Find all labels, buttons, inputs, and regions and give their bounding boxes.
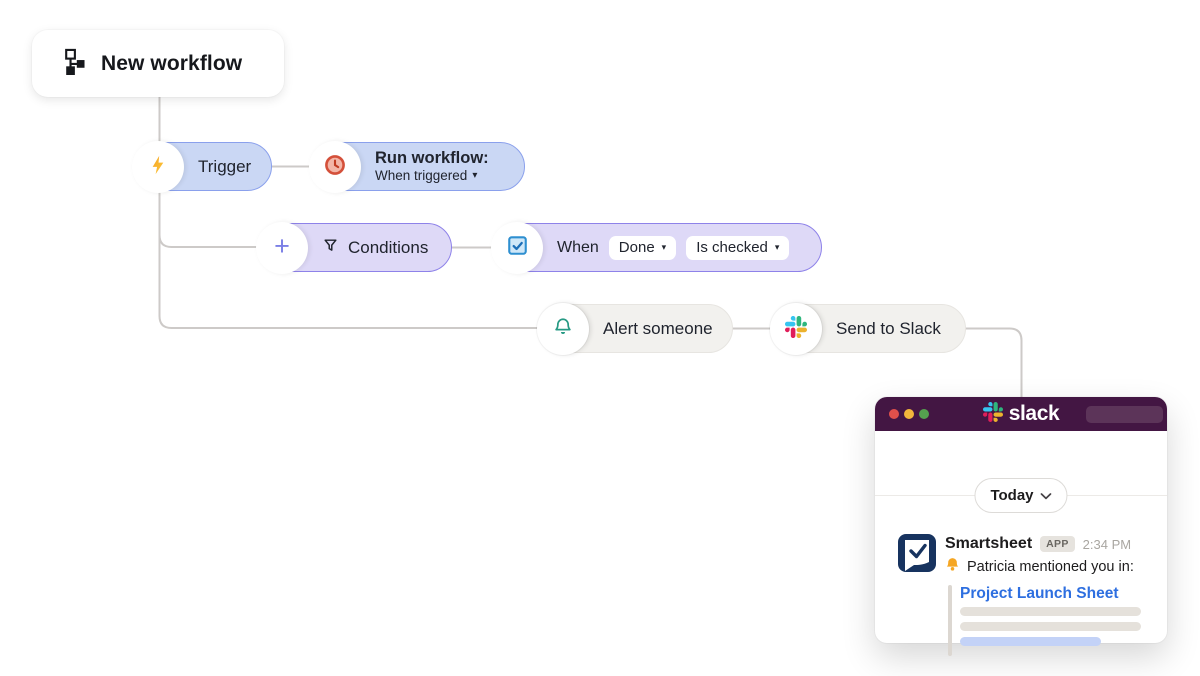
trigger-label: Trigger: [198, 156, 252, 176]
plus-icon: +: [274, 231, 290, 261]
placeholder-bar-highlight: [960, 637, 1101, 646]
app-badge: APP: [1040, 536, 1075, 552]
window-controls: [889, 397, 929, 431]
filter-icon: [322, 237, 339, 259]
smartsheet-avatar: [898, 534, 936, 572]
conditions-node[interactable]: + Conditions: [256, 222, 452, 274]
chevron-down-icon: ▾: [774, 241, 780, 252]
window-zoom-button[interactable]: [919, 409, 929, 419]
connector-branch-conditions: [158, 234, 261, 248]
today-label: Today: [990, 487, 1034, 504]
send-slack-node[interactable]: Send to Slack: [770, 303, 966, 355]
workflow-icon: [58, 48, 85, 80]
slack-window: slack Today: [875, 397, 1167, 656]
today-date-button[interactable]: Today: [974, 478, 1068, 513]
slack-icon: [982, 401, 1003, 427]
alert-node[interactable]: Alert someone: [537, 303, 733, 355]
send-slack-node-circle: [770, 303, 822, 355]
quote-bar: [948, 585, 952, 656]
condition-rule-node[interactable]: When Done ▾ Is checked ▾: [491, 222, 822, 274]
conditions-label: Conditions: [348, 237, 429, 257]
search-field-placeholder[interactable]: [1086, 406, 1163, 423]
send-slack-label: Send to Slack: [836, 318, 941, 338]
message-timestamp: 2:34 PM: [1082, 536, 1132, 552]
bell-icon: [945, 557, 960, 577]
run-workflow-title: Run workflow:: [375, 149, 489, 168]
lightning-icon: [147, 154, 169, 181]
window-close-button[interactable]: [889, 409, 899, 419]
slack-logo-text: slack: [1008, 402, 1060, 425]
trigger-node-circle: [132, 141, 184, 193]
operator-dropdown-value: Is checked: [696, 238, 768, 256]
slack-logo: slack: [982, 401, 1060, 427]
chevron-down-icon: ▾: [661, 241, 667, 252]
slack-window-titlebar: slack: [875, 397, 1167, 431]
placeholder-bar: [960, 622, 1141, 631]
slack-icon: [785, 315, 807, 343]
conditions-node-circle[interactable]: +: [256, 222, 308, 274]
alert-node-circle: [537, 303, 589, 355]
card-title: New workflow: [101, 51, 243, 75]
connector-trunk-to-alert: [158, 96, 540, 329]
mention-text: Patricia mentioned you in:: [967, 559, 1134, 575]
placeholder-bar: [960, 607, 1141, 616]
field-dropdown-value: Done: [618, 238, 655, 256]
slack-message-pane: Today Smartsheet APP 2:34 PM: [875, 431, 1167, 656]
alert-label: Alert someone: [603, 318, 713, 338]
new-workflow-card[interactable]: New workflow: [32, 30, 284, 97]
chevron-down-icon: ▾: [472, 170, 478, 182]
when-label: When: [557, 238, 599, 256]
run-workflow-node-circle: [309, 141, 361, 193]
bell-icon: [552, 316, 574, 343]
condition-node-circle: [491, 222, 543, 274]
message-sender[interactable]: Smartsheet: [945, 535, 1033, 552]
field-dropdown[interactable]: Done ▾: [608, 235, 677, 260]
chevron-down-icon: [1040, 487, 1052, 505]
run-workflow-node[interactable]: Run workflow: When triggered ▾: [309, 141, 525, 193]
sheet-link[interactable]: Project Launch Sheet: [960, 585, 1119, 602]
trigger-node[interactable]: Trigger: [132, 141, 272, 193]
operator-dropdown[interactable]: Is checked ▾: [686, 235, 790, 260]
run-workflow-dropdown[interactable]: When triggered ▾: [375, 168, 489, 184]
checkbox-icon: [506, 234, 529, 262]
connector-send-slack-window: [964, 327, 1023, 399]
window-minimize-button[interactable]: [904, 409, 914, 419]
run-workflow-subtitle: When triggered: [375, 168, 468, 184]
clock-icon: [323, 153, 347, 182]
